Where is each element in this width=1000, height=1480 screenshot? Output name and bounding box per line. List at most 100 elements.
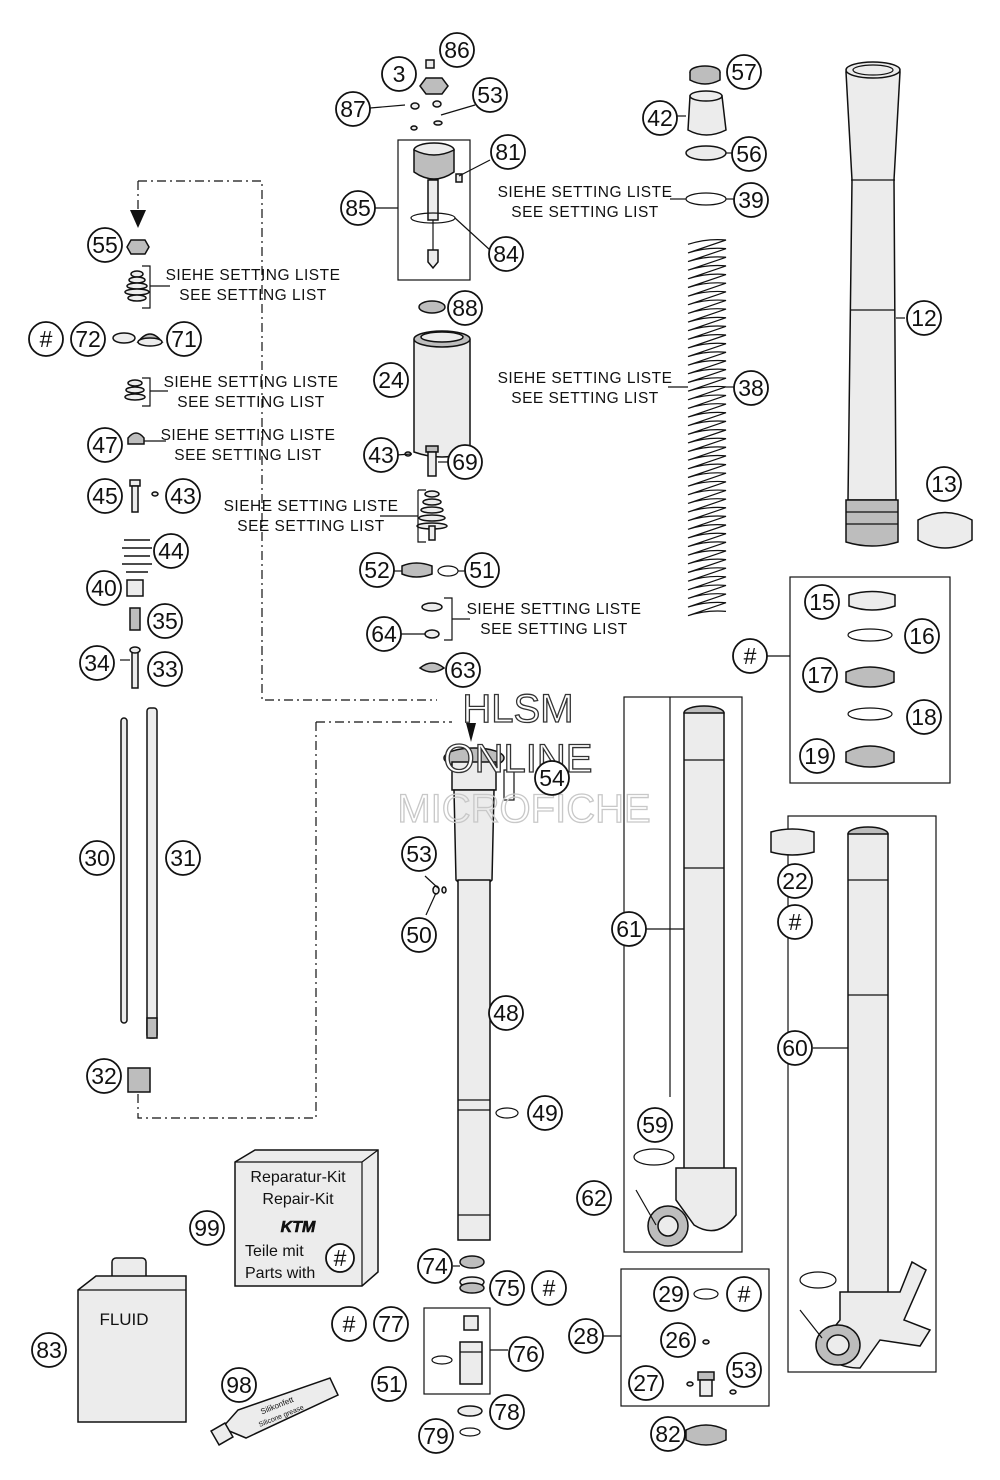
callout-c43a: 43 xyxy=(363,437,399,473)
callout-c24: 24 xyxy=(373,362,409,398)
svg-text:#: # xyxy=(334,1245,347,1271)
inner-tube-60-part xyxy=(770,826,932,1369)
callout-number: # xyxy=(543,1275,556,1301)
assembly-path-line xyxy=(137,180,452,1119)
callout-number: 48 xyxy=(493,1000,519,1026)
kit-line2: Repair-Kit xyxy=(262,1191,334,1208)
callout-h75: # xyxy=(531,1270,567,1306)
callout-number: 62 xyxy=(581,1185,607,1211)
left-stack-parts xyxy=(112,239,164,689)
note-de: SIEHE SETTING LISTE xyxy=(498,184,673,201)
note-setting-7: SIEHE SETTING LISTE SEE SETTING LIST xyxy=(498,370,673,407)
callout-number: 82 xyxy=(655,1421,681,1447)
callout-c26: 26 xyxy=(660,1322,696,1358)
bracket-left-2 xyxy=(142,377,151,407)
watermark-line2: ONLINE xyxy=(444,737,593,781)
callout-number: 81 xyxy=(495,139,521,165)
callout-number: 42 xyxy=(647,105,673,131)
callout-c61: 61 xyxy=(611,911,647,947)
callout-number: 63 xyxy=(450,657,476,683)
callout-number: 27 xyxy=(633,1370,659,1396)
callout-c47: 47 xyxy=(87,427,123,463)
callout-number: 59 xyxy=(642,1112,668,1138)
callout-number: 77 xyxy=(378,1311,404,1337)
note-de: SIEHE SETTING LISTE xyxy=(498,370,673,387)
note-en: SEE SETTING LIST xyxy=(480,621,628,638)
callout-number: 3 xyxy=(393,61,406,87)
cartridge-tube-48-part xyxy=(432,723,519,1241)
lower-small-parts xyxy=(423,1255,491,1437)
note-de: SIEHE SETTING LISTE xyxy=(166,267,341,284)
callout-c63: 63 xyxy=(445,652,481,688)
callout-number: 26 xyxy=(665,1327,691,1353)
callout-c35: 35 xyxy=(147,603,183,639)
callout-number: 43 xyxy=(170,483,196,509)
callout-c52: 52 xyxy=(359,552,395,588)
callout-h22: # xyxy=(777,904,813,940)
fluid-bottle xyxy=(77,1257,187,1423)
callout-c16: 16 xyxy=(904,618,940,654)
callout-c45: 45 xyxy=(87,478,123,514)
callout-number: 56 xyxy=(736,141,762,167)
watermark-line1: HLSM xyxy=(462,687,573,731)
callout-number: 50 xyxy=(406,922,432,948)
callout-h77: # xyxy=(331,1306,367,1342)
callout-h29: # xyxy=(726,1276,762,1312)
callout-number: 47 xyxy=(92,432,118,458)
callout-c33: 33 xyxy=(147,651,183,687)
callout-c85: 85 xyxy=(340,190,376,226)
callout-c86: 86 xyxy=(439,32,475,68)
callout-c54: 54 xyxy=(534,760,570,796)
callout-number: 19 xyxy=(804,743,830,769)
leader-50 xyxy=(425,892,437,916)
leader-87 xyxy=(369,104,406,109)
bracket-mid xyxy=(417,489,426,543)
callout-number: 86 xyxy=(444,37,470,63)
base-valve-parts xyxy=(685,1288,737,1446)
small-parts-top xyxy=(410,59,463,183)
callout-number: 75 xyxy=(494,1275,520,1301)
callout-h72: # xyxy=(28,321,64,357)
callout-c51b: 51 xyxy=(371,1366,407,1402)
callout-c22: 22 xyxy=(777,863,813,899)
leader-53b xyxy=(424,875,439,889)
callout-c69: 69 xyxy=(447,444,483,480)
callout-number: 35 xyxy=(152,608,178,634)
callout-number: 52 xyxy=(364,557,390,583)
spring-tube-part xyxy=(404,300,471,477)
callout-c56: 56 xyxy=(731,136,767,172)
seal-group-parts xyxy=(845,590,896,768)
callout-number: 98 xyxy=(226,1372,252,1398)
note-setting-3: SIEHE SETTING LISTE SEE SETTING LIST xyxy=(161,427,336,464)
callout-number: 69 xyxy=(452,449,478,475)
note-en: SEE SETTING LIST xyxy=(511,204,659,221)
washers-64-part xyxy=(421,602,443,639)
callout-c42: 42 xyxy=(642,100,678,136)
callout-c59: 59 xyxy=(637,1107,673,1143)
callout-number: 22 xyxy=(782,868,808,894)
note-de: SIEHE SETTING LISTE xyxy=(161,427,336,444)
callout-number: 74 xyxy=(422,1253,448,1279)
callout-number: 33 xyxy=(152,656,178,682)
callout-c50: 50 xyxy=(401,917,437,953)
callout-number: 84 xyxy=(493,241,519,267)
callout-number: 16 xyxy=(909,623,935,649)
leader-84 xyxy=(454,217,491,251)
callout-c38: 38 xyxy=(733,370,769,406)
kit-line4: Parts with xyxy=(245,1265,315,1282)
callout-c98: 98 xyxy=(221,1367,257,1403)
note-setting-6: SIEHE SETTING LISTE SEE SETTING LIST xyxy=(498,184,673,221)
main-spring-part xyxy=(687,239,727,617)
callout-number: 71 xyxy=(171,326,197,352)
callout-c76: 76 xyxy=(508,1336,544,1372)
callout-c12: 12 xyxy=(906,300,942,336)
callout-number: 17 xyxy=(807,662,833,688)
callout-c15: 15 xyxy=(804,584,840,620)
callout-c79: 79 xyxy=(418,1418,454,1454)
kit-hash-callout: # xyxy=(325,1243,355,1273)
note-en: SEE SETTING LIST xyxy=(237,518,385,535)
callout-number: 51 xyxy=(469,557,495,583)
callout-c71: 71 xyxy=(166,321,202,357)
callout-number: 31 xyxy=(170,845,196,871)
note-en: SEE SETTING LIST xyxy=(511,390,659,407)
